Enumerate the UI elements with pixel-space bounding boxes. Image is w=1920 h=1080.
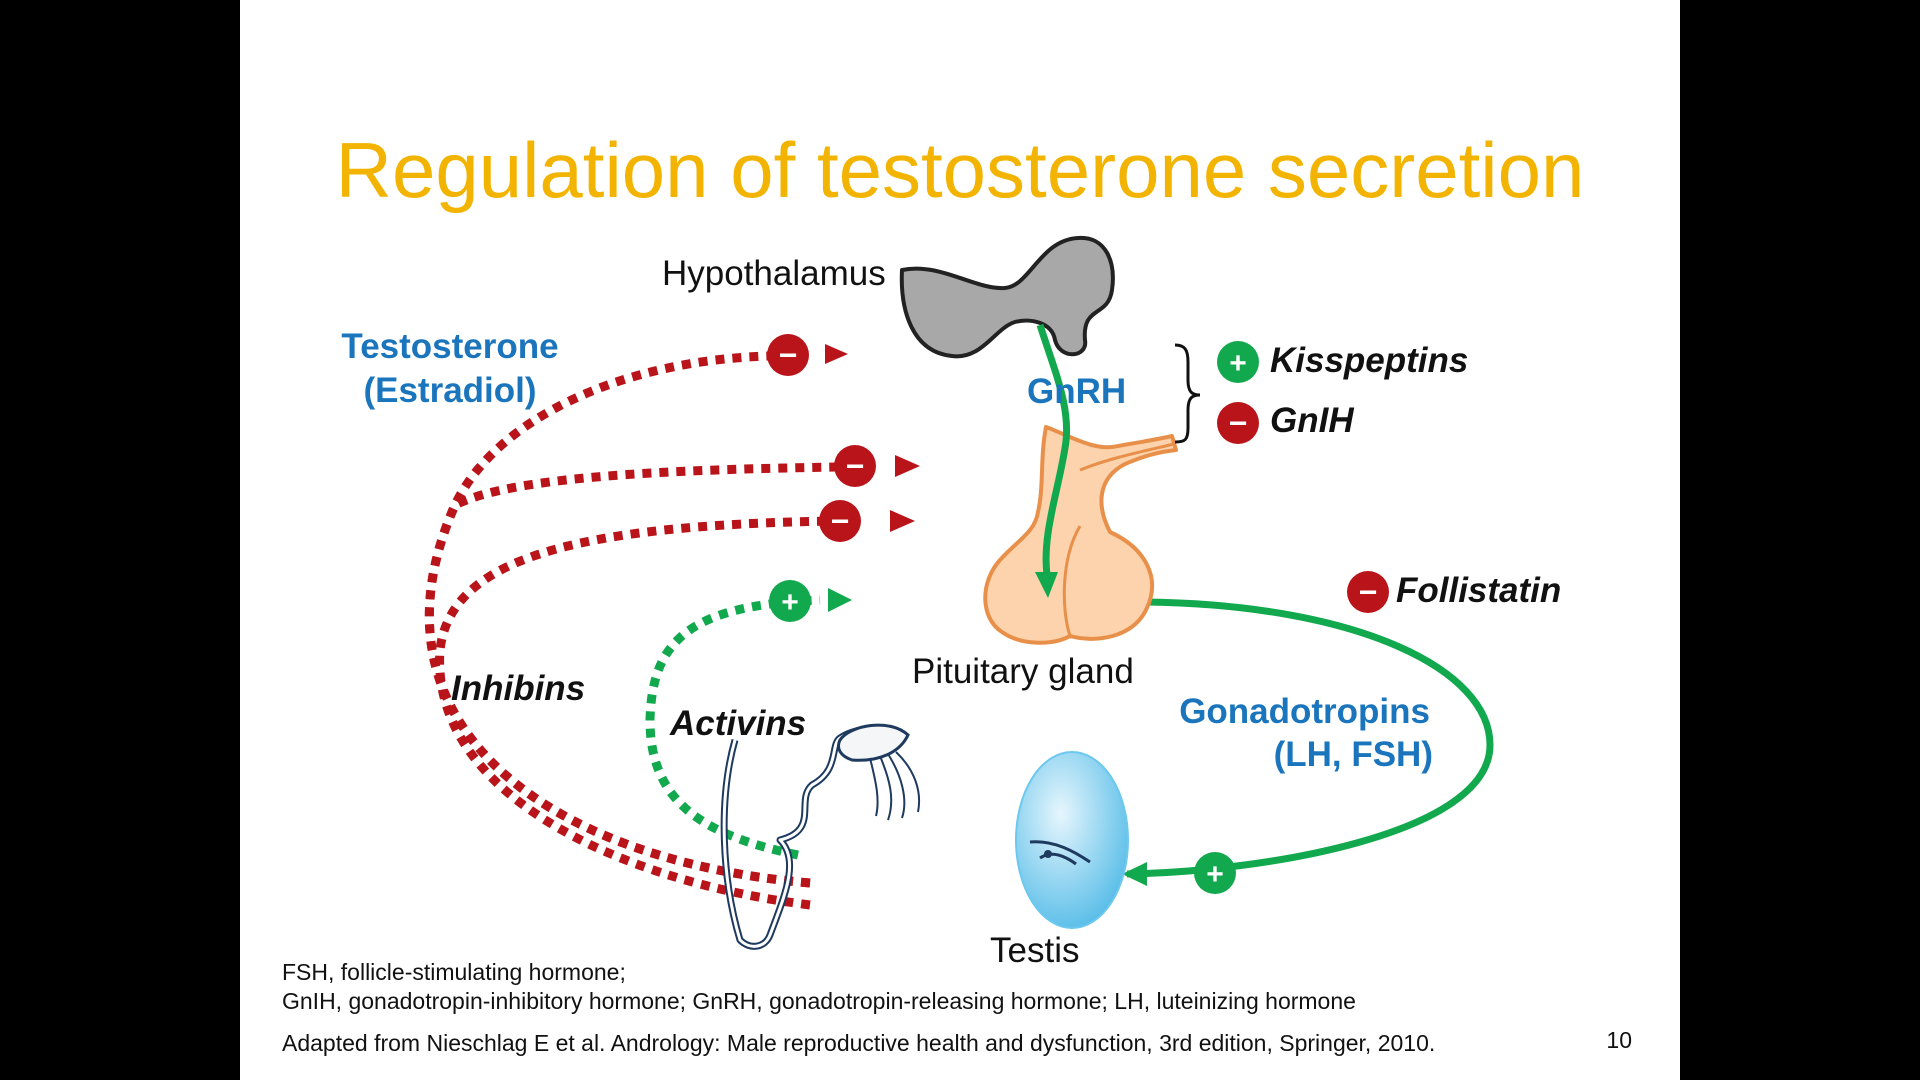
svg-text:−: − bbox=[1359, 574, 1378, 610]
diagram-graphics: − − − − − + bbox=[424, 235, 1494, 950]
svg-text:+: + bbox=[781, 586, 799, 619]
footnote-abbreviations-1: FSH, follicle-stimulating hormone; bbox=[282, 959, 626, 985]
gnrh-arrow bbox=[1035, 323, 1071, 598]
arrowhead bbox=[895, 455, 920, 477]
minus-badge: − bbox=[1217, 402, 1259, 444]
testosterone-label: Testosterone bbox=[341, 327, 559, 366]
follistatin-label: Follistatin bbox=[1396, 571, 1562, 610]
hypothalamus-label: Hypothalamus bbox=[662, 254, 886, 293]
plus-badge: + bbox=[769, 580, 811, 622]
arrowhead bbox=[890, 510, 915, 532]
arrowhead bbox=[825, 344, 848, 364]
svg-text:−: − bbox=[831, 503, 850, 539]
kisspeptins-label: Kisspeptins bbox=[1270, 341, 1469, 380]
activins-curve bbox=[645, 588, 852, 860]
lh-fsh-label: (LH, FSH) bbox=[1273, 735, 1433, 774]
inhibition-arrowheads bbox=[825, 344, 920, 532]
testis-icon bbox=[720, 723, 1129, 950]
hypothalamus-icon bbox=[899, 235, 1115, 359]
testosterone-to-hypothalamus-curve bbox=[424, 351, 811, 888]
gnrh-label: GnRH bbox=[1027, 372, 1127, 411]
inhibins-label: Inhibins bbox=[451, 669, 586, 708]
slide: − − − − − + bbox=[240, 0, 1680, 1080]
gonadotropins-arrow bbox=[1122, 598, 1494, 886]
inhibition-curves bbox=[424, 351, 841, 910]
pituitary-label: Pituitary gland bbox=[912, 652, 1134, 691]
footnote-source: Adapted from Nieschlag E et al. Androlog… bbox=[282, 1030, 1436, 1056]
svg-text:−: − bbox=[846, 448, 865, 484]
minus-badge: − bbox=[767, 334, 809, 376]
gnih-label: GnIH bbox=[1270, 401, 1354, 440]
estradiol-label: (Estradiol) bbox=[363, 371, 537, 410]
page-number: 10 bbox=[1606, 1027, 1632, 1053]
svg-text:−: − bbox=[1229, 405, 1248, 441]
plus-badge: + bbox=[1194, 852, 1236, 894]
plus-badge: + bbox=[1217, 341, 1259, 383]
svg-text:−: − bbox=[779, 337, 798, 373]
minus-badge: − bbox=[819, 500, 861, 542]
slide-title: Regulation of testosterone secretion bbox=[335, 126, 1585, 214]
activins-label: Activins bbox=[670, 704, 807, 743]
footnote-abbreviations-2: GnIH, gonadotropin-inhibitory hormone; G… bbox=[282, 988, 1356, 1014]
svg-text:+: + bbox=[1229, 347, 1247, 380]
pituitary-gland-icon bbox=[983, 425, 1178, 645]
minus-badge: − bbox=[834, 445, 876, 487]
inhibins-to-pituitary-curve bbox=[435, 516, 836, 910]
gonadotropins-label: Gonadotropins bbox=[1179, 692, 1430, 731]
testis-label: Testis bbox=[990, 931, 1080, 970]
svg-text:+: + bbox=[1206, 858, 1224, 891]
minus-badge: − bbox=[1347, 571, 1389, 613]
bracket bbox=[1174, 343, 1201, 444]
